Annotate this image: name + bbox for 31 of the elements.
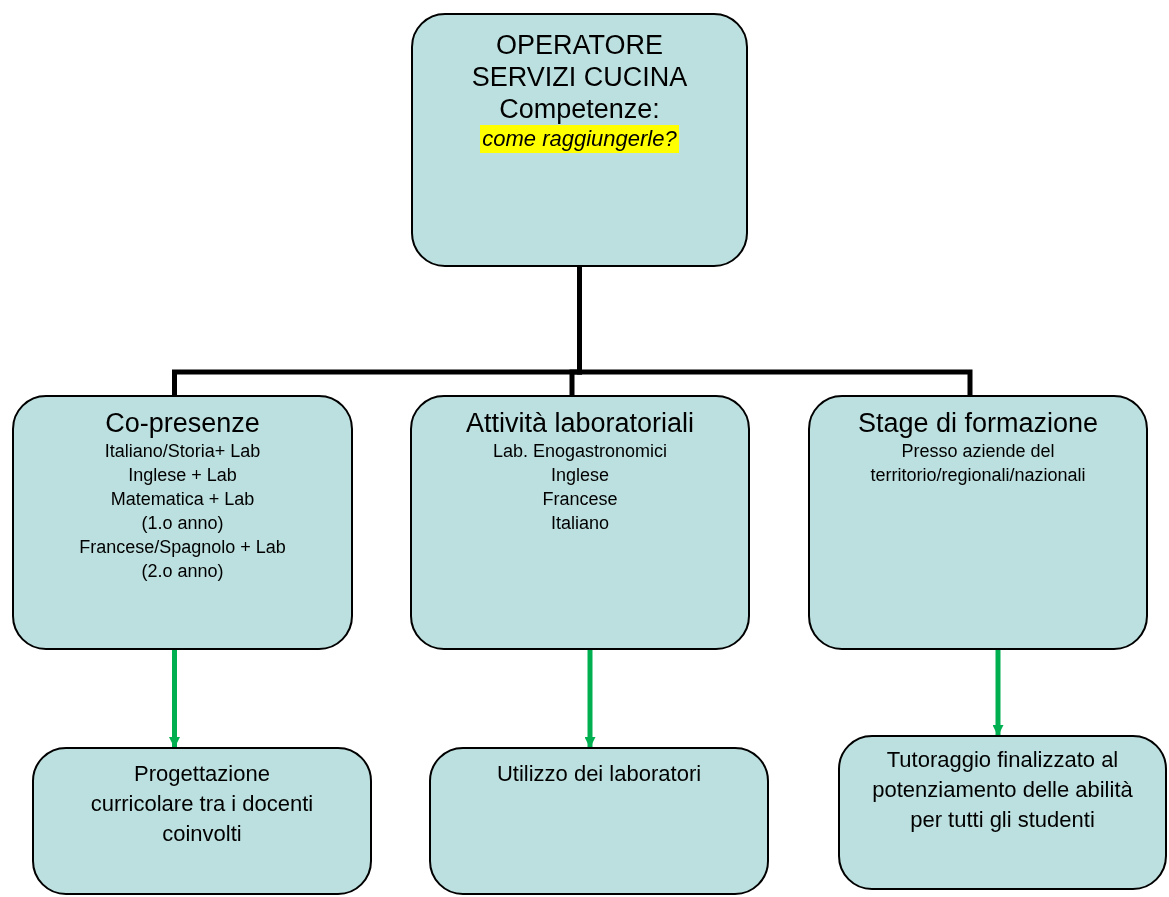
box-heading: Co-presenze: [104, 407, 261, 439]
box-text: Inglese: [549, 464, 610, 487]
box-text: Tutoraggio finalizzato al potenziamento delle abilità per tutti gli studenti: [871, 746, 1134, 834]
rounded-box: [429, 747, 769, 895]
box-text: Francese/Spagnolo + Lab: [78, 536, 287, 559]
question-text: come raggiungerle?: [480, 125, 679, 153]
box-text: Progettazione curricolare tra i docenti coinvolti: [89, 760, 315, 848]
rounded-box: [12, 395, 353, 650]
subheading-text: Competenze:: [498, 93, 661, 125]
box-text: (2.o anno): [140, 560, 225, 583]
box-text: Matematica + Lab: [109, 488, 256, 511]
box-heading: Stage di formazione: [856, 407, 1100, 439]
arrow: [584, 650, 596, 749]
box-text: (1.o anno): [140, 512, 225, 535]
heading-text: OPERATORE SERVIZI CUCINA: [470, 29, 689, 93]
box-text: Francese: [541, 488, 619, 511]
rounded-box: [410, 395, 750, 650]
box-text: Utilizzo dei laboratori: [495, 760, 703, 788]
arrow: [169, 650, 180, 749]
connector-line: [577, 267, 973, 395]
rounded-box: [838, 735, 1167, 890]
box-text: Italiano: [549, 512, 610, 535]
box-text: Inglese + Lab: [127, 464, 238, 487]
box-heading: Attività laboratoriali: [464, 407, 696, 439]
box-text: Italiano/Storia+ Lab: [103, 440, 262, 463]
box-text: Presso aziende del territorio/regionali/nazionali: [869, 440, 1087, 487]
box-text: Lab. Enogastronomici: [491, 440, 669, 463]
arrow: [992, 650, 1004, 737]
title-box: [411, 13, 748, 267]
rounded-box: [32, 747, 372, 895]
rounded-box: [808, 395, 1148, 650]
